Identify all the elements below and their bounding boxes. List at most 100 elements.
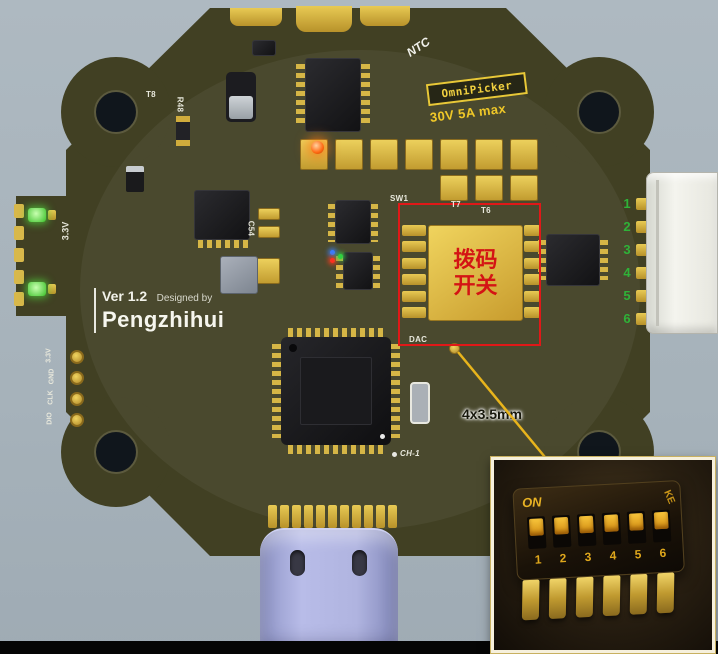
dip-number: 3 — [584, 549, 592, 565]
dip-slider — [653, 511, 669, 530]
usb-finger-pad — [280, 505, 289, 528]
dip-pad — [402, 258, 426, 269]
capacitor — [405, 139, 433, 170]
usb-anchor-slot — [290, 550, 305, 576]
dip-slot — [551, 514, 572, 548]
ic-pins-right — [361, 64, 370, 126]
ic-pins-right — [600, 240, 608, 280]
top-gold-tab — [230, 8, 282, 26]
silkscreen-t6: T6 — [481, 206, 491, 215]
capacitor — [258, 208, 280, 220]
led-pad — [48, 210, 56, 220]
connector-pin-number: 6 — [623, 311, 631, 326]
silkscreen-ch1: CH-1 — [400, 449, 420, 458]
ic-pins-left — [328, 204, 335, 242]
jst-connector — [646, 172, 718, 334]
dip-pad — [402, 225, 426, 236]
dip-pin — [575, 576, 594, 618]
dip-number: 1 — [534, 552, 542, 567]
small-component — [252, 40, 276, 56]
led-pad — [48, 284, 56, 294]
dip-switch-photo-group: ON KE 1 2 3 4 5 6 — [504, 471, 708, 641]
connector-pin-number: 3 — [623, 242, 631, 257]
silkscreen-r48: R48 — [175, 96, 185, 113]
mcu-marker-dot — [380, 434, 385, 439]
dip-number: 6 — [659, 545, 667, 561]
right-ic — [538, 232, 608, 290]
power-led — [311, 141, 324, 154]
dip-pad — [524, 241, 540, 252]
connector-pin-number: 2 — [623, 219, 631, 234]
dip-ke-label: KE — [661, 488, 677, 506]
capacitor — [510, 175, 538, 201]
dip-slider — [603, 514, 619, 533]
swd-label-gnd: GND — [48, 368, 56, 385]
dip-slot — [526, 516, 547, 550]
ic-pins-right — [373, 256, 380, 288]
inductor — [256, 258, 280, 284]
dac-pad — [449, 343, 460, 354]
dip-switch-body: ON KE 1 2 3 4 5 6 — [512, 480, 685, 581]
capacitor — [440, 175, 468, 201]
silkscreen-c54: C54 — [246, 220, 256, 237]
dip-pad — [524, 307, 540, 318]
dip-pad — [524, 225, 540, 236]
crystal — [410, 382, 430, 424]
capacitor — [475, 139, 503, 170]
silkscreen-t8: T8 — [146, 90, 156, 99]
dip-switch-footprint: 拨码 开关 — [428, 225, 523, 321]
dip-switch-label-line1: 拨码 — [453, 247, 498, 272]
capacitor — [440, 139, 468, 170]
dip-slider — [528, 518, 544, 536]
small-ic — [328, 200, 378, 246]
designed-by-label: Designed by — [156, 293, 213, 304]
dip-number: 5 — [634, 547, 642, 562]
ic-body — [335, 200, 371, 244]
ic-pins-bottom — [198, 240, 248, 248]
dip-number: 4 — [609, 548, 617, 563]
usb-anchor-slot — [352, 550, 367, 576]
ic-body — [194, 190, 250, 240]
mcu-die — [300, 357, 372, 425]
usb-finger-pad — [304, 505, 313, 528]
status-led-green — [338, 254, 343, 259]
dip-pin — [602, 575, 621, 617]
ic-pins-left — [296, 64, 305, 126]
swd-pad — [70, 392, 84, 406]
usb-finger-pad — [376, 505, 385, 528]
regulator-ic — [192, 190, 254, 248]
oscillator — [220, 256, 258, 294]
electrolytic-capacitor — [226, 72, 256, 122]
ic-pins-left — [336, 256, 343, 288]
status-led-blue — [330, 250, 335, 255]
capacitor — [258, 226, 280, 238]
ic-body — [546, 234, 600, 286]
usb-finger-pad — [364, 505, 373, 528]
dip-slot — [626, 510, 647, 544]
dip-pin — [548, 578, 567, 620]
ic-body — [305, 58, 361, 132]
ic-body — [343, 252, 373, 290]
mcu-pins-right — [391, 344, 400, 438]
swd-pad — [70, 350, 84, 364]
swd-pad — [70, 371, 84, 385]
dip-pin — [656, 572, 675, 614]
mcu-pins-left — [272, 344, 281, 438]
usb-finger-pad — [268, 505, 277, 528]
capacitor — [370, 139, 398, 170]
diode — [126, 166, 144, 192]
status-led-red — [330, 258, 335, 263]
left-led-green — [28, 208, 46, 222]
dip-pin — [629, 573, 648, 615]
usb-finger-pad — [316, 505, 325, 528]
small-ic — [336, 252, 380, 292]
dip-pin — [521, 579, 540, 621]
connector-seam — [656, 180, 659, 326]
connector-pin-number: 1 — [623, 196, 631, 211]
top-gold-tab — [360, 6, 410, 26]
dip-on-label: ON — [521, 494, 542, 511]
dip-slider — [628, 513, 644, 531]
designer-name: Pengzhihui — [102, 307, 225, 332]
capacitor — [475, 175, 503, 201]
dip-pad — [524, 258, 540, 269]
